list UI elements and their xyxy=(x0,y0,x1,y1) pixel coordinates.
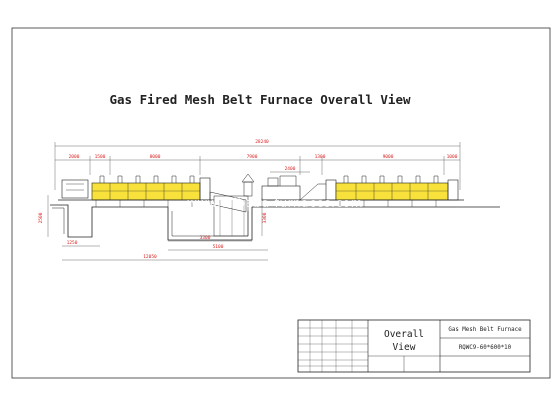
dim-section-1: 2000 xyxy=(69,154,80,160)
dim-section-7: 1000 xyxy=(447,154,458,160)
left-furnace xyxy=(58,175,214,201)
model-code: RQWC9-60*600*10 xyxy=(459,345,512,351)
right-furnace xyxy=(322,175,464,201)
view-name-line2: View xyxy=(393,342,416,353)
pit-center-wall xyxy=(171,211,249,237)
support-legs xyxy=(95,200,437,207)
floor-profile xyxy=(50,204,500,241)
dim-section-6: 9000 xyxy=(383,154,394,160)
dim-section-3: 8000 xyxy=(150,154,161,160)
dim-bottom-total: 12050 xyxy=(143,254,157,260)
middle-section xyxy=(209,173,326,237)
dim-pit-2: 5100 xyxy=(213,244,224,250)
product-name: Gas Mesh Belt Furnace xyxy=(448,327,522,333)
dim-pit-depth: 3300 xyxy=(262,212,268,223)
title-block xyxy=(297,319,531,373)
dim-overall: 28240 xyxy=(255,139,269,145)
view-name-line1: Overall xyxy=(384,329,424,340)
drawing-title: Gas Fired Mesh Belt Furnace Overall View xyxy=(109,92,410,107)
dim-section-2: 1500 xyxy=(95,154,106,160)
dim-section-8: 2400 xyxy=(285,166,296,172)
drawing-border xyxy=(11,27,551,379)
dim-section-5: 1300 xyxy=(315,154,326,160)
pit-left-wall xyxy=(52,207,65,234)
dimension-lines xyxy=(47,142,461,261)
dim-pit-1: 3300 xyxy=(200,235,211,241)
watermark-text: www.alibaba-furnaces.com xyxy=(187,196,363,210)
dim-bottom-left: 1250 xyxy=(67,240,78,246)
dim-section-4: 7900 xyxy=(247,154,258,160)
dim-depth-left: 2500 xyxy=(38,212,44,223)
